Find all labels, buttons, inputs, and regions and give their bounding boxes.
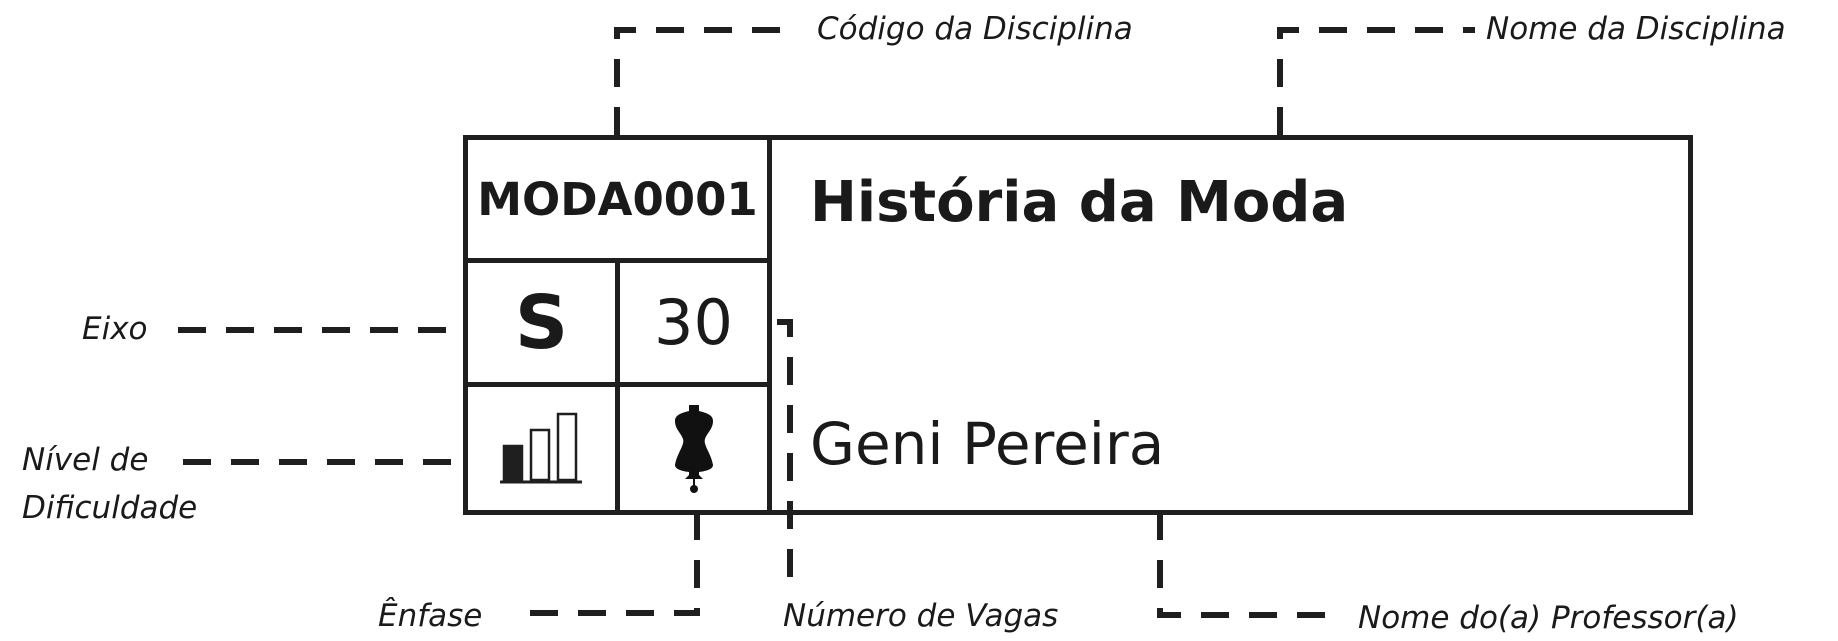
divider-left-column (767, 135, 772, 515)
difficulty-bar (556, 412, 577, 481)
course-code: MODA0001 (477, 172, 758, 226)
course-card (463, 135, 1693, 515)
professor-name: Geni Pereira (810, 410, 1165, 478)
label-nivel-line2: Dificuldade (22, 490, 198, 526)
label-vagas: Número de Vagas (783, 598, 1059, 634)
difficulty-bar (529, 428, 550, 481)
label-professor: Nome do(a) Professor(a) (1358, 600, 1739, 636)
label-enfase: Ênfase (378, 598, 483, 634)
leader-codigo (614, 27, 800, 135)
eixo-letter: S (514, 279, 569, 366)
difficulty-cell (468, 387, 615, 510)
label-eixo: Eixo (82, 311, 148, 347)
leader-professor (1157, 512, 1345, 618)
leader-enfase (513, 512, 700, 616)
label-nome: Nome da Disciplina (1486, 11, 1786, 47)
leader-nome (1277, 27, 1475, 135)
label-nivel-line1: Nível de (22, 442, 149, 478)
difficulty-bars-icon (499, 412, 582, 483)
difficulty-bar (502, 444, 523, 481)
label-codigo: Código da Disciplina (817, 11, 1133, 47)
divider-inner-column (615, 258, 620, 515)
enfase-cell (620, 387, 767, 510)
dress-form-icon (674, 404, 713, 493)
leader-vagas (777, 319, 793, 595)
vagas-number: 30 (654, 286, 733, 359)
course-name: História da Moda (810, 170, 1349, 235)
